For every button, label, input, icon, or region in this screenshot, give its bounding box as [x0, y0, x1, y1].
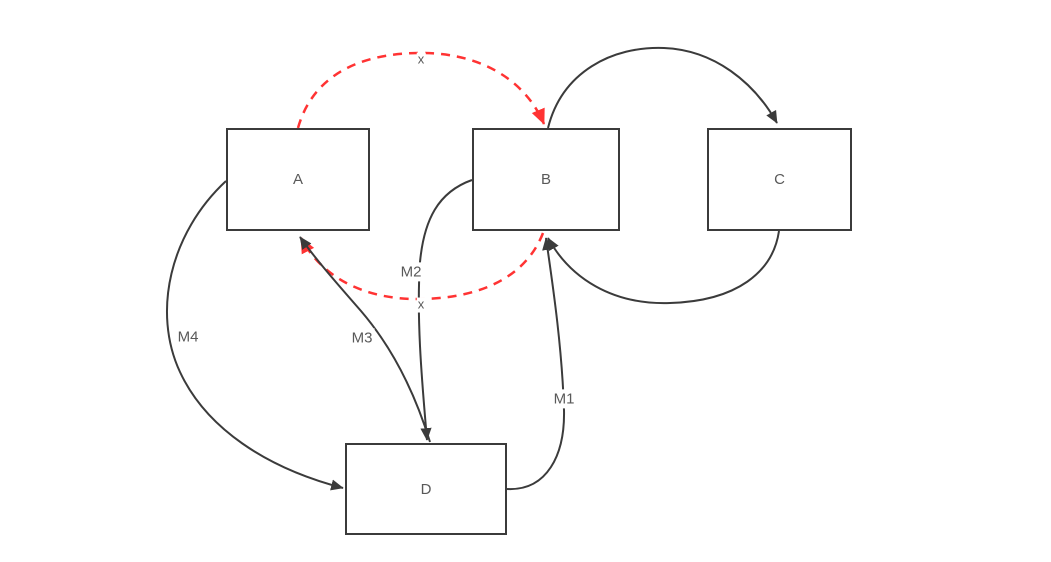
node-c-label: C [774, 171, 785, 188]
edge-m4-path[interactable] [166, 180, 344, 491]
edge-m1-path[interactable] [506, 237, 566, 491]
edge-label-m4: M4 [175, 327, 201, 347]
edge-m3-path[interactable] [299, 236, 431, 443]
edge-label-m3: M3 [349, 328, 375, 348]
node-a-label: A [292, 171, 303, 188]
edge-label-m2: M2 [398, 262, 424, 282]
edge-label-m1: M1 [551, 389, 577, 409]
edge-label-x-bottom: x [416, 296, 426, 313]
node-b-box[interactable]: B [472, 128, 620, 231]
edge-b-to-c-path[interactable] [547, 46, 778, 129]
edge-c-to-b-path[interactable] [547, 230, 780, 305]
node-a-box[interactable]: A [226, 128, 370, 231]
node-b-label: B [540, 171, 551, 188]
edge-m2-path[interactable] [417, 179, 473, 441]
node-c-box[interactable]: C [707, 128, 852, 231]
edge-label-x-top: x [416, 51, 426, 68]
node-d-label: D [420, 480, 432, 498]
node-d-box[interactable]: D [345, 443, 507, 535]
